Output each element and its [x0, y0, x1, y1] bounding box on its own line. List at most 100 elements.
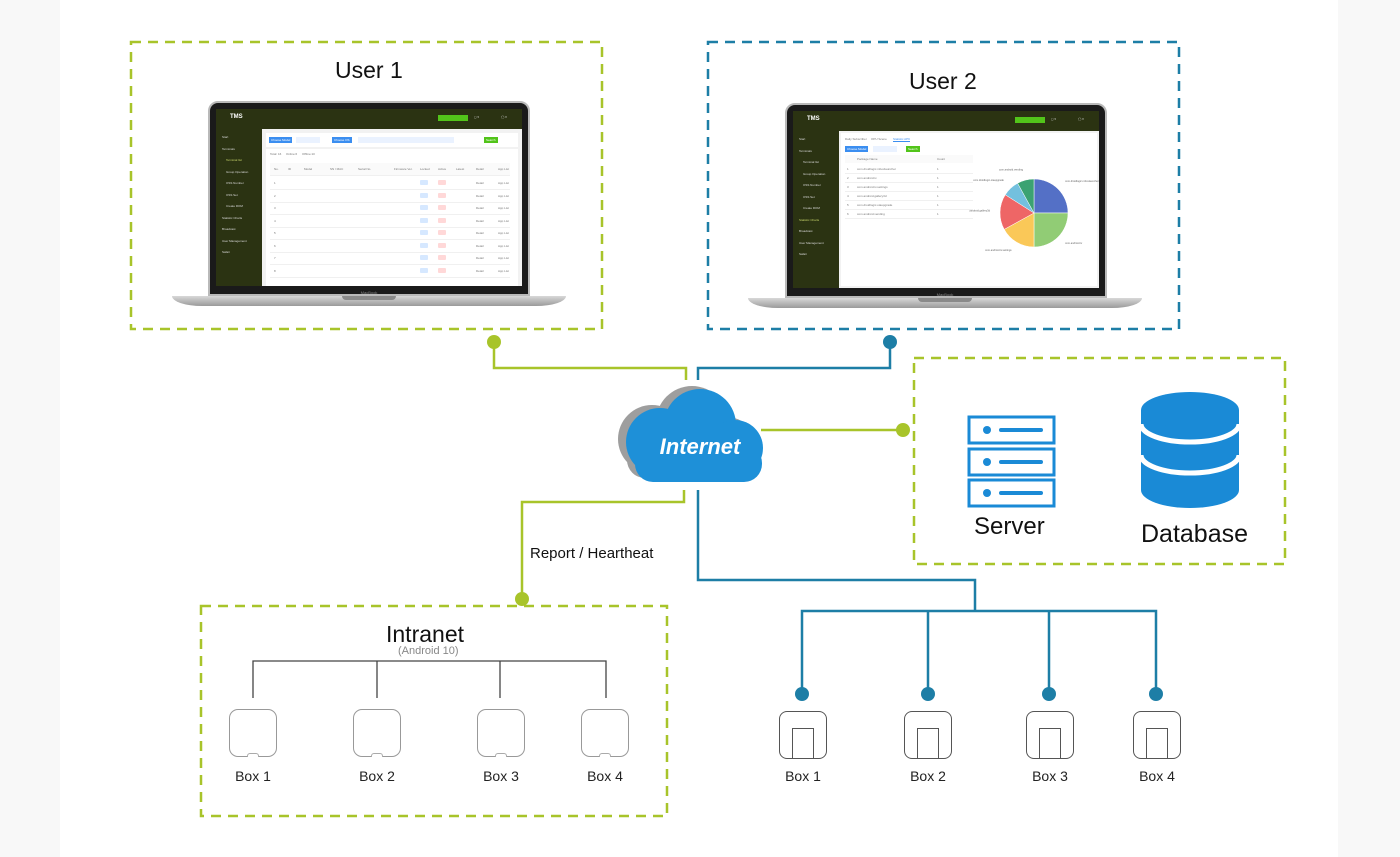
- package-name: com.android.tv: [857, 176, 877, 180]
- sidebar-item[interactable]: Statistic Charts: [799, 217, 820, 222]
- column-header[interactable]: SN / MAC: [330, 167, 344, 171]
- intranet-box-1[interactable]: [229, 709, 277, 757]
- app-list-button[interactable]: App List: [498, 243, 509, 248]
- remote-box4-dot: [1149, 687, 1163, 701]
- language-menu[interactable]: ◻ ▾: [1051, 117, 1056, 121]
- user1-link-dot: [487, 335, 501, 349]
- remote-box-4[interactable]: [1133, 711, 1181, 759]
- detail-button[interactable]: Detail: [476, 193, 484, 198]
- detail-button[interactable]: Detail: [476, 206, 484, 210]
- database-icon: [1138, 392, 1242, 508]
- sidebar-item[interactable]: OSS Number: [226, 181, 244, 185]
- os-select[interactable]: [358, 137, 454, 143]
- language-menu[interactable]: ◻ ▾: [474, 115, 479, 119]
- sidebar-item[interactable]: Create ROM: [803, 206, 820, 210]
- remote-bus: [800, 609, 1158, 692]
- pie-slice[interactable]: [1033, 212, 1069, 248]
- choose-os-filter[interactable]: Choose OS: [332, 137, 352, 143]
- choose-model-filter[interactable]: Choose Model: [269, 137, 293, 143]
- column-header[interactable]: Active: [438, 167, 447, 171]
- sidebar-item[interactable]: User Management: [222, 238, 247, 243]
- remote-box-3[interactable]: [1026, 711, 1074, 759]
- tab-opu[interactable]: OPU Scene: [871, 137, 887, 141]
- tab-statistic-apk[interactable]: Statistic APK: [893, 137, 911, 142]
- remote-box-2[interactable]: [904, 711, 952, 759]
- sidebar-item[interactable]: OSS Set: [226, 192, 238, 197]
- sidebar-item[interactable]: User Management: [799, 240, 824, 245]
- sidebar-item[interactable]: Broadcast: [799, 229, 813, 233]
- user-menu[interactable]: ◯ ▾: [1078, 117, 1084, 121]
- sidebar-item[interactable]: Safari: [799, 252, 807, 256]
- sidebar-item[interactable]: Terminals: [222, 146, 235, 151]
- intranet-box-3[interactable]: [477, 709, 525, 757]
- package-count: 1: [937, 212, 939, 216]
- tab-daily[interactable]: Daily Subscriber: [845, 137, 867, 141]
- intranet-box-label: Box 4: [587, 768, 623, 784]
- model-select[interactable]: [296, 137, 320, 143]
- detail-button[interactable]: Detail: [476, 231, 484, 235]
- app-list-button[interactable]: App List: [498, 256, 509, 260]
- user-menu[interactable]: ◯ ▾: [501, 115, 507, 119]
- sidebar-item[interactable]: OSS Set: [803, 194, 815, 199]
- sidebar-item[interactable]: Terminal list: [226, 158, 242, 162]
- column-header[interactable]: ID: [288, 167, 291, 171]
- app-list-button[interactable]: App List: [498, 218, 509, 223]
- column-header[interactable]: Locked: [420, 167, 430, 171]
- remote-box-label: Box 1: [785, 768, 821, 784]
- sidebar-item[interactable]: Create ROM: [226, 204, 243, 208]
- intranet-box-2[interactable]: [353, 709, 401, 757]
- sidebar-item[interactable]: Broadcast: [222, 227, 236, 231]
- sidebar-item[interactable]: Terminal list: [803, 160, 819, 164]
- detail-button[interactable]: Detail: [476, 243, 484, 248]
- sidebar-item[interactable]: OSS Number: [803, 183, 821, 187]
- column-header[interactable]: Detail: [476, 167, 484, 171]
- sidebar-item[interactable]: Start: [222, 135, 229, 139]
- app-list-button[interactable]: App List: [498, 181, 509, 185]
- column-header[interactable]: Latest: [456, 167, 465, 171]
- column-header[interactable]: Firmware Ver.: [394, 167, 413, 171]
- search-button[interactable]: Search: [484, 137, 498, 143]
- sidebar-item[interactable]: Start: [799, 137, 806, 141]
- sidebar-item[interactable]: Group Operation: [803, 171, 826, 176]
- detail-button[interactable]: Detail: [476, 218, 484, 223]
- app-list-button[interactable]: App List: [498, 193, 509, 198]
- sidebar-item[interactable]: Terminals: [799, 148, 812, 153]
- app-list-button[interactable]: App List: [498, 206, 509, 210]
- column-header[interactable]: No.: [274, 167, 279, 171]
- app-list-button[interactable]: App List: [498, 231, 509, 235]
- sidebar-item[interactable]: Safari: [222, 250, 230, 254]
- detail-button[interactable]: Detail: [476, 181, 484, 185]
- user2-link: [696, 342, 892, 380]
- column-header[interactable]: App List: [498, 167, 509, 171]
- col-package-name: Package Name: [857, 157, 878, 161]
- search-button[interactable]: Search: [906, 146, 920, 152]
- sidebar-item[interactable]: Statistic Charts: [222, 215, 243, 220]
- detail-button[interactable]: Detail: [476, 268, 484, 273]
- choose-model-filter[interactable]: Choose Model: [845, 146, 869, 152]
- remote-box-1[interactable]: [779, 711, 827, 759]
- app-list-button[interactable]: App List: [498, 268, 509, 273]
- column-header[interactable]: Model: [304, 167, 313, 171]
- column-header[interactable]: Serial No.: [358, 167, 372, 171]
- pie-slice[interactable]: [1017, 178, 1035, 214]
- pie-slice[interactable]: [1033, 178, 1069, 214]
- sidebar-item[interactable]: Group Operation: [226, 169, 249, 174]
- intranet-box-4[interactable]: [581, 709, 629, 757]
- model-select[interactable]: [873, 146, 897, 152]
- detail-button[interactable]: Detail: [476, 256, 484, 260]
